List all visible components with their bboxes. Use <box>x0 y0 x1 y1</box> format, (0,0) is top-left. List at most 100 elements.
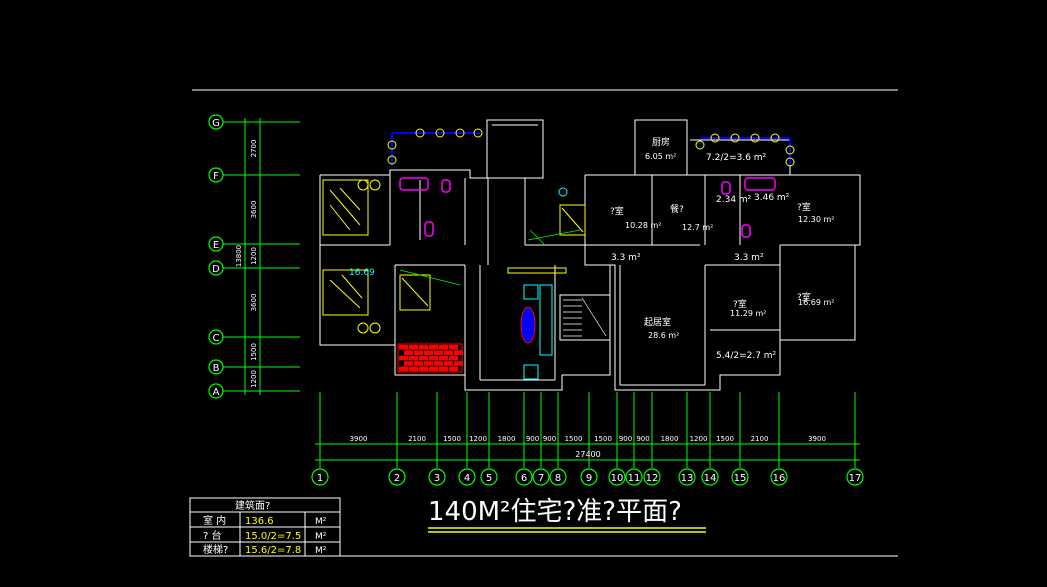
col-dimension: 1500 <box>443 435 461 443</box>
col-axis-bubble <box>701 468 719 486</box>
plant-symbol <box>387 155 397 165</box>
brick-balcony <box>397 343 463 373</box>
plant-symbol <box>387 140 397 150</box>
col-dimension: 1200 <box>690 435 708 443</box>
room-name: 3.46 m² <box>754 193 790 203</box>
furniture-bath <box>399 177 776 238</box>
row-axis-bubble <box>208 167 224 183</box>
brick <box>409 355 418 361</box>
room-name: ?室 <box>797 291 811 303</box>
brick <box>414 361 423 366</box>
brick <box>449 345 458 350</box>
col-axis-bubble <box>428 468 446 486</box>
col-dimension: 1500 <box>594 435 612 443</box>
col-dimension: 2100 <box>751 435 769 443</box>
col-axis-bubble <box>515 468 533 486</box>
plant-symbol <box>415 128 425 138</box>
brick <box>439 366 448 372</box>
col-axis-label: 10 <box>611 473 624 484</box>
brick <box>449 366 458 372</box>
brick-area-outline <box>397 343 463 373</box>
area-row-unit: M² <box>315 532 327 542</box>
room-name: 2.34 m² <box>716 195 752 205</box>
brick <box>449 355 458 361</box>
col-axis-label: 13 <box>681 473 694 484</box>
row-dimension: 1500 <box>250 343 258 361</box>
row-axis-label: F <box>213 171 219 182</box>
plant-symbol <box>455 128 465 138</box>
furniture-living <box>507 187 568 380</box>
brick <box>409 345 418 350</box>
brick <box>419 366 428 372</box>
furniture-beds <box>322 179 586 334</box>
col-dimension: 1200 <box>469 435 487 443</box>
row-dimension: 1200 <box>250 370 258 388</box>
col-dimension: 1500 <box>565 435 583 443</box>
col-axis-label: 12 <box>646 473 659 484</box>
col-axis-label: 2 <box>394 473 400 484</box>
col-axis-bubble <box>580 468 598 486</box>
col-axis-label: 16 <box>773 473 786 484</box>
area-row-value: 15.0/2=7.5 <box>245 531 301 542</box>
area-row-value: 15.6/2=7.8 <box>245 545 301 556</box>
col-axis-bubble <box>678 468 696 486</box>
col-axis-bubble <box>458 468 476 486</box>
row-axis-bubble <box>208 260 224 276</box>
row-dimension: 1200 <box>250 247 258 265</box>
plant-symbol <box>770 133 780 143</box>
row-axis-bubble <box>208 383 224 399</box>
col-dimension: 900 <box>543 435 556 443</box>
area-row-label: 室 内 <box>203 514 226 527</box>
col-axis-label: 1 <box>317 473 323 484</box>
col-dimension: 1500 <box>716 435 734 443</box>
row-dimension-total: 13800 <box>235 245 243 267</box>
brick <box>424 361 433 366</box>
area-table-header: 建筑面? <box>235 499 270 512</box>
plant-symbol <box>710 133 720 143</box>
col-axis-label: 7 <box>538 473 544 484</box>
room-area: 6.05 m² <box>645 152 676 161</box>
plant-symbols <box>387 128 795 167</box>
room-name: 3.3 m² <box>611 253 641 263</box>
col-dimension: 1800 <box>661 435 679 443</box>
brick <box>409 366 418 372</box>
col-dimension: 2100 <box>408 435 426 443</box>
col-axis-label: 15 <box>734 473 747 484</box>
brick <box>439 355 448 361</box>
col-dimension: 1800 <box>498 435 516 443</box>
brick <box>439 345 448 350</box>
room-area: 16.69 m² <box>798 298 834 307</box>
col-dimension: 900 <box>526 435 539 443</box>
brick <box>429 345 438 350</box>
col-axis-bubble <box>770 468 788 486</box>
col-axis-bubble <box>608 468 626 486</box>
col-axis-bubble <box>625 468 643 486</box>
brick <box>414 350 423 355</box>
room-area: 12.7 m² <box>682 223 713 232</box>
brick <box>399 366 408 372</box>
row-axis-bubble <box>208 359 224 375</box>
col-axis-label: 11 <box>628 473 641 484</box>
row-axis-label: A <box>213 387 220 398</box>
col-axis-bubble <box>388 468 406 486</box>
room-name: 厨房 <box>652 136 670 148</box>
plant-symbol <box>785 145 795 155</box>
drawing-title: 140M²住宅?准?平面? <box>428 497 682 527</box>
col-axis-label: 8 <box>555 473 561 484</box>
col-axis-bubble <box>731 468 749 486</box>
brick <box>429 355 438 361</box>
col-axis-label: 6 <box>521 473 527 484</box>
room-area: 10.28 m² <box>625 221 661 230</box>
brick <box>419 345 428 350</box>
room-name: 起居室 <box>644 316 671 328</box>
brick <box>399 345 408 350</box>
room-name: 16.69 <box>349 268 375 278</box>
row-axis-bubble <box>208 114 224 130</box>
brick <box>434 350 443 355</box>
col-axis-label: 9 <box>586 473 592 484</box>
col-dimension: 900 <box>619 435 632 443</box>
